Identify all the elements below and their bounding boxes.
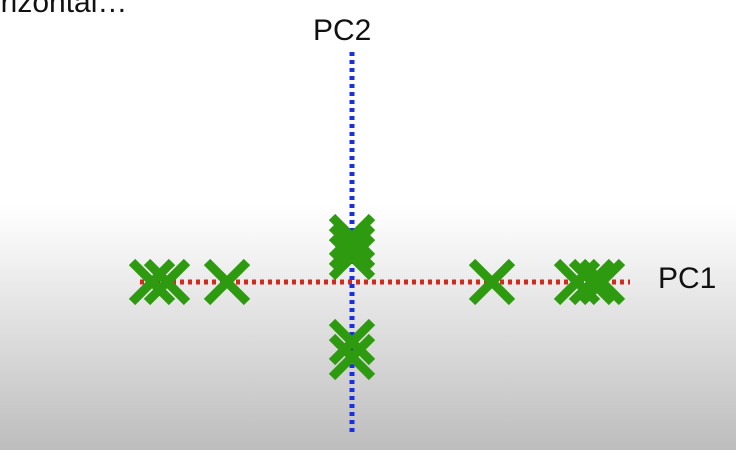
pc1-data-point-marker — [128, 258, 176, 306]
pc1-data-point-marker — [568, 258, 616, 306]
pc1-data-point-marker — [468, 258, 516, 306]
pc2-data-point-marker — [328, 233, 376, 281]
pc1-axis-label: PC1 — [658, 262, 716, 295]
pc1-data-point-marker — [578, 258, 626, 306]
caption-text: orizontal… — [0, 0, 128, 19]
pc2-data-point-marker — [328, 333, 376, 381]
pc2-axis-label: PC2 — [313, 14, 371, 47]
data-points-layer — [128, 213, 626, 381]
pc1-data-point-marker — [143, 258, 191, 306]
pc2-data-point-marker — [328, 213, 376, 261]
pc2-data-point-marker — [328, 318, 376, 366]
pc1-data-point-marker — [203, 258, 251, 306]
pc2-data-point-marker — [328, 223, 376, 271]
